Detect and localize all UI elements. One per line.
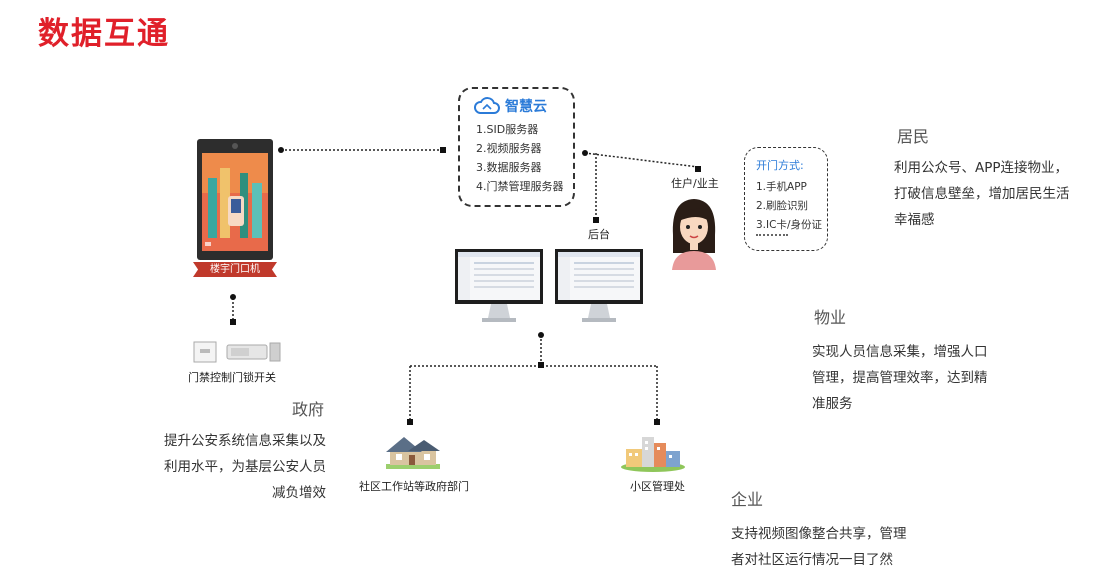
list-item: 3.数据服务器 [476, 161, 542, 174]
connector-square [695, 166, 701, 172]
resident-avatar [667, 195, 721, 274]
text-line: 幸福感 [894, 212, 935, 228]
lock-switch-icon [193, 341, 281, 363]
door-lock-devices [193, 340, 283, 368]
connector-square [593, 217, 599, 223]
door-terminal-label: 楼宇门口机 [193, 262, 277, 277]
connector-square [230, 319, 236, 325]
property-office-label: 小区管理处 [630, 480, 685, 493]
list-item: 2.视频服务器 [476, 142, 542, 155]
connector-dot [538, 332, 544, 338]
open-methods-title: 开门方式: [756, 159, 804, 172]
text-line: 利用公众号、APP连接物业， [894, 160, 1069, 176]
connector-dot [582, 150, 588, 156]
text-line: 准服务 [812, 396, 853, 412]
backend-label: 后台 [588, 228, 610, 241]
cloud-server-box: 智慧云 1.SID服务器 2.视频服务器 3.数据服务器 4.门禁管理服务器 [458, 87, 575, 207]
woman-avatar-icon [672, 199, 716, 270]
text-line: 实现人员信息采集，增强人口 [812, 344, 988, 360]
resident-user-label: 住户/业主 [671, 177, 719, 190]
connector-square [538, 362, 544, 368]
buildings-icon [621, 437, 685, 472]
connector-dot [230, 294, 236, 300]
list-item: 1.SID服务器 [476, 123, 539, 136]
list-item: 1.手机APP [756, 181, 807, 193]
enterprise-title: 企业 [731, 490, 764, 509]
backend-monitors [454, 248, 644, 330]
list-item: 4.门禁管理服务器 [476, 180, 564, 193]
text-line: 减负增效 [272, 485, 326, 501]
residents-description: 利用公众号、APP连接物业， 打破信息壁垒，增加居民生活 幸福感 [894, 155, 1070, 233]
door-control-label: 门禁控制门锁开关 [188, 371, 276, 384]
text-line: 打破信息壁垒，增加居民生活 [894, 186, 1070, 202]
cloud-header: 智慧云 [474, 96, 547, 116]
government-description: 提升公安系统信息采集以及 利用水平，为基层公安人员 减负增效 [158, 428, 326, 506]
community-station-label: 社区工作站等政府部门 [359, 480, 469, 493]
text-line: 管理，提高管理效率，达到精 [812, 370, 988, 386]
door-terminal-device [196, 138, 274, 265]
property-title: 物业 [814, 308, 847, 327]
house-icon [386, 437, 440, 469]
connector-square [654, 419, 660, 425]
open-methods-list: 1.手机APP 2.刷脸识别 3.IC卡/身份证 [756, 178, 822, 235]
text-line: 利用水平，为基层公安人员 [164, 459, 326, 475]
text-line: 支持视频图像整合共享，管理 [731, 526, 907, 542]
monitor-icon [455, 249, 643, 322]
text-line: 提升公安系统信息采集以及 [164, 433, 326, 449]
more-indicator [756, 234, 788, 236]
connector-square [407, 419, 413, 425]
list-item: 3.IC卡/身份证 [756, 219, 822, 231]
community-station-house [384, 434, 442, 474]
text-line: 者对社区运行情况一目了然 [731, 552, 893, 568]
property-office-buildings [620, 433, 686, 477]
property-description: 实现人员信息采集，增强人口 管理，提高管理效率，达到精 准服务 [812, 339, 988, 417]
enterprise-description: 支持视频图像整合共享，管理 者对社区运行情况一目了然 [731, 521, 907, 573]
cloud-title: 智慧云 [505, 99, 547, 115]
door-terminal-icon [197, 139, 273, 260]
connector-dot [278, 147, 284, 153]
list-item: 2.刷脸识别 [756, 200, 809, 212]
open-methods-box: 开门方式: 1.手机APP 2.刷脸识别 3.IC卡/身份证 [744, 147, 828, 251]
cloud-icon [474, 97, 500, 114]
government-title: 政府 [292, 400, 325, 419]
cloud-server-list: 1.SID服务器 2.视频服务器 3.数据服务器 4.门禁管理服务器 [476, 120, 564, 196]
residents-title: 居民 [897, 127, 930, 146]
page-title: 数据互通 [38, 16, 170, 52]
connector-square [440, 147, 446, 153]
